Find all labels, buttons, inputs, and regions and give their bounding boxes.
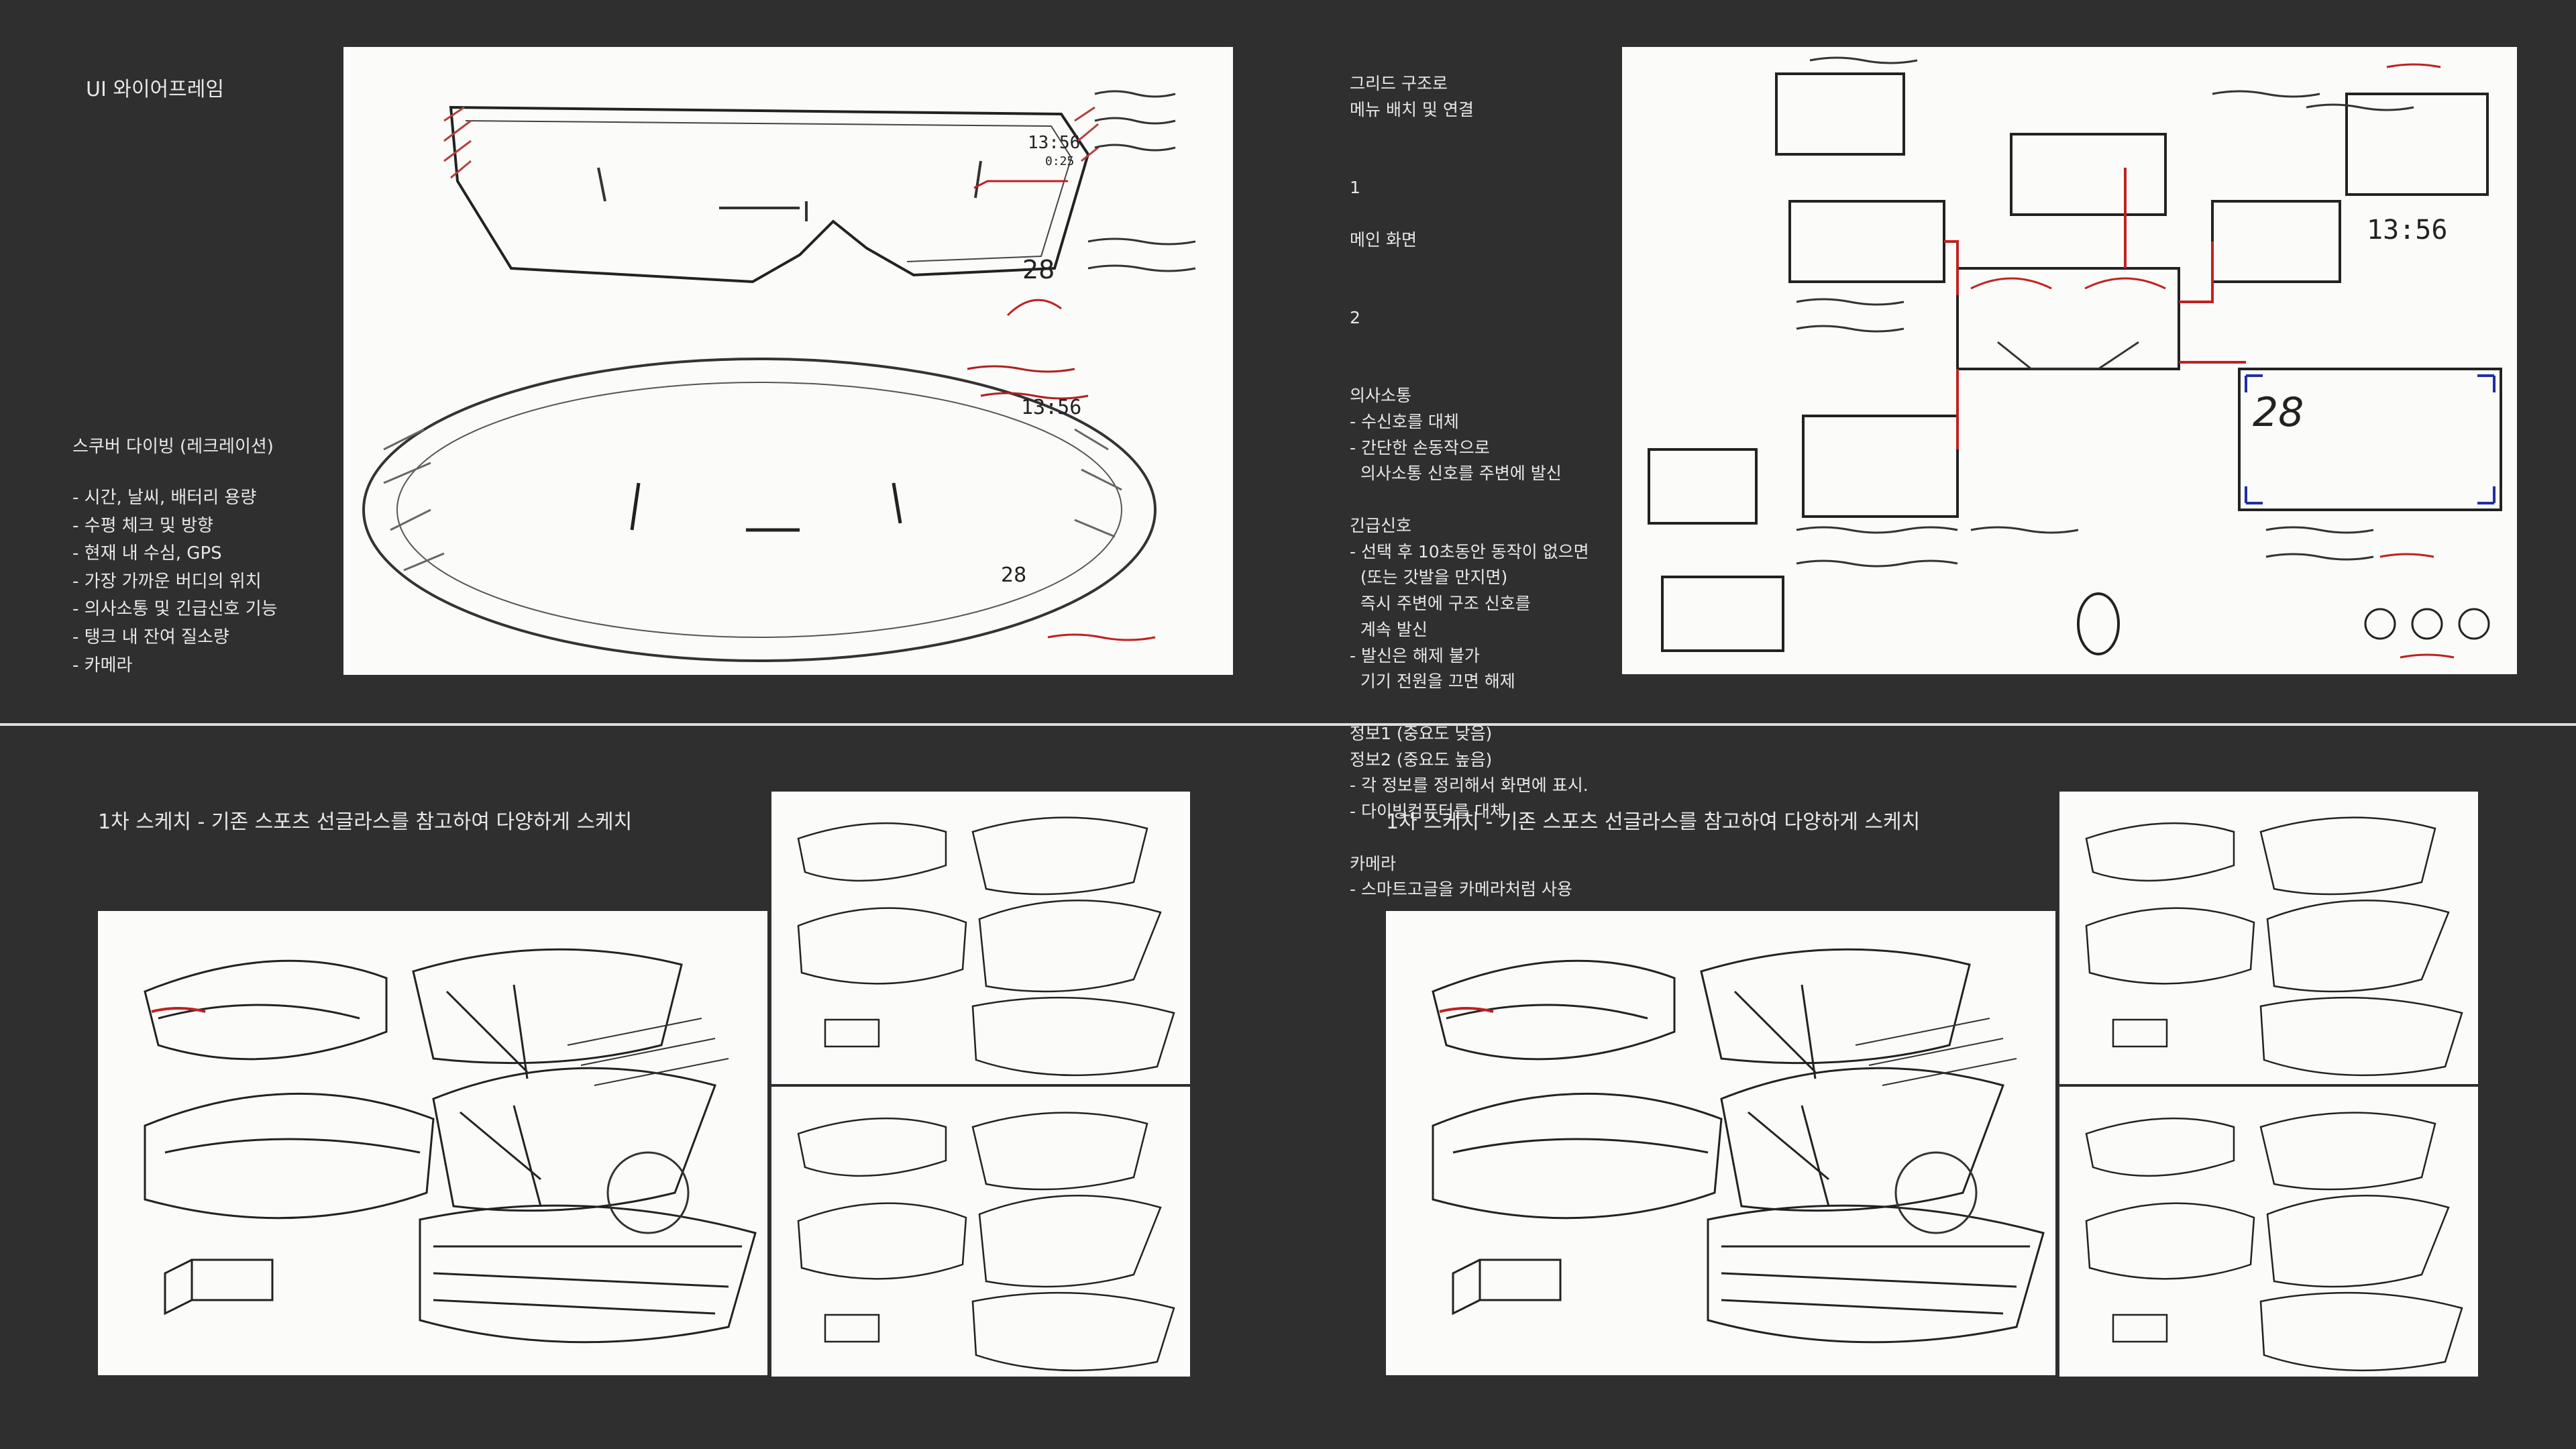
note-line: - 스마트고글을 카메라처럼 사용 — [1350, 879, 1572, 900]
note-line — [1350, 357, 1589, 383]
wireframe-sketch-image: 13:56 0:25 28 13:56 28 — [343, 47, 1233, 675]
note-line: - 발신은 해제 불가 — [1350, 645, 1480, 665]
note-line: - 다이빙컴퓨터를 대체 — [1350, 802, 1505, 821]
note-line: 2 — [1350, 307, 1360, 327]
menu-structure-notes: 그리드 구조로 메뉴 배치 및 연결 1 메인 화면 2 의사소통 - 수신호를… — [1350, 71, 1589, 903]
note-line: 정보1 (중요도 낮음) — [1350, 723, 1493, 743]
feature-item: - 수평 체크 및 방향 — [72, 515, 213, 536]
goggle-sketch-small-bottom — [771, 1087, 1190, 1377]
feature-item: - 가장 가까운 버디의 위치 — [72, 571, 262, 592]
note-line: - 수신호를 대체 — [1350, 411, 1459, 431]
goggle-sketch-small-bottom-drawing — [797, 1112, 1175, 1372]
first-sketch-title: 1차 스케치 - 기존 스포츠 선글라스를 참고하여 다양하게 스케치 — [98, 810, 633, 834]
sketch-time-readout: 13:56 — [2367, 215, 2448, 246]
note-line: 기기 전원을 끄면 해제 — [1350, 672, 1515, 692]
first-sketch-title-duplicate: 1차 스케치 - 기존 스포츠 선글라스를 참고하여 다양하게 스케치 — [1386, 810, 1921, 834]
feature-item: - 시간, 날씨, 배터리 용량 — [72, 488, 257, 508]
goggle-sketch-small-top — [771, 792, 1190, 1084]
note-line: - 각 정보를 정리해서 화면에 표시. — [1350, 775, 1589, 796]
section-divider — [0, 723, 2576, 726]
sketch-depth-readout: 28 — [2253, 389, 2304, 436]
goggle-sketch-small-bottom-duplicate — [2059, 1087, 2478, 1377]
goggle-wireframe-drawing — [362, 90, 1196, 662]
sketch-timer-readout: 0:25 — [1045, 154, 1075, 168]
note-line: 계속 발신 — [1350, 619, 1428, 639]
goggle-sketch-large-drawing — [144, 948, 757, 1344]
note-line — [1350, 279, 1589, 305]
goggle-sketch-small-top-duplicate-drawing — [2085, 816, 2463, 1077]
note-line — [1350, 149, 1589, 175]
feature-item: - 탱크 내 잔여 질소량 — [72, 627, 229, 647]
feature-list: - 시간, 날씨, 배터리 용량 - 수평 체크 및 방향 - 현재 내 수심,… — [72, 484, 278, 680]
sketch-time-readout: 13:56 — [1028, 133, 1081, 153]
note-line: (또는 갓발을 만지면) — [1350, 568, 1508, 588]
scuba-section-title: 스쿠버 다이빙 (레크레이션) — [72, 437, 274, 457]
note-line — [1350, 123, 1589, 150]
note-line: 의사소통 신호를 주변에 발신 — [1350, 464, 1562, 484]
note-line: 긴급신호 — [1350, 515, 1412, 535]
goggle-sketch-large-duplicate — [1386, 911, 2055, 1375]
goggle-sketch-large — [98, 911, 767, 1375]
sketch-depth-readout: 28 — [1022, 255, 1055, 284]
note-line — [1350, 331, 1589, 358]
menu-grid-sketch-image: 13:56 28 — [1622, 47, 2517, 674]
note-line — [1350, 487, 1589, 513]
note-line: 즉시 주변에 구조 신호를 — [1350, 594, 1531, 613]
note-line: 카메라 — [1350, 853, 1397, 873]
note-line: - 선택 후 10초동안 동작이 없으면 — [1350, 541, 1589, 561]
sketch-time-readout-lower: 13:56 — [1021, 396, 1082, 419]
note-line — [1350, 201, 1589, 227]
menu-grid-drawing — [1648, 56, 2502, 659]
feature-item: - 의사소통 및 긴급신호 기능 — [72, 599, 278, 620]
sketch-depth-readout-lower: 28 — [1001, 564, 1027, 587]
note-line: - 간단한 손동작으로 — [1350, 437, 1490, 458]
goggle-sketch-large-duplicate-drawing — [1432, 948, 2045, 1344]
goggle-sketch-small-top-duplicate — [2059, 792, 2478, 1084]
feature-item: - 카메라 — [72, 655, 133, 676]
note-line: 1 — [1350, 178, 1360, 197]
goggle-sketch-small-bottom-duplicate-drawing — [2085, 1112, 2463, 1372]
note-line: 메인 화면 — [1350, 229, 1417, 250]
feature-item: - 현재 내 수심, GPS — [72, 543, 222, 564]
note-line: 정보2 (중요도 높음) — [1350, 749, 1493, 769]
note-line: 의사소통 — [1350, 386, 1412, 405]
wireframe-title: UI 와이어프레임 — [86, 78, 224, 101]
note-line — [1350, 253, 1589, 279]
note-line — [1350, 695, 1589, 721]
note-line: 메뉴 배치 및 연결 — [1350, 99, 1474, 119]
goggle-sketch-small-top-drawing — [797, 816, 1175, 1077]
note-line: 그리드 구조로 — [1350, 74, 1448, 93]
